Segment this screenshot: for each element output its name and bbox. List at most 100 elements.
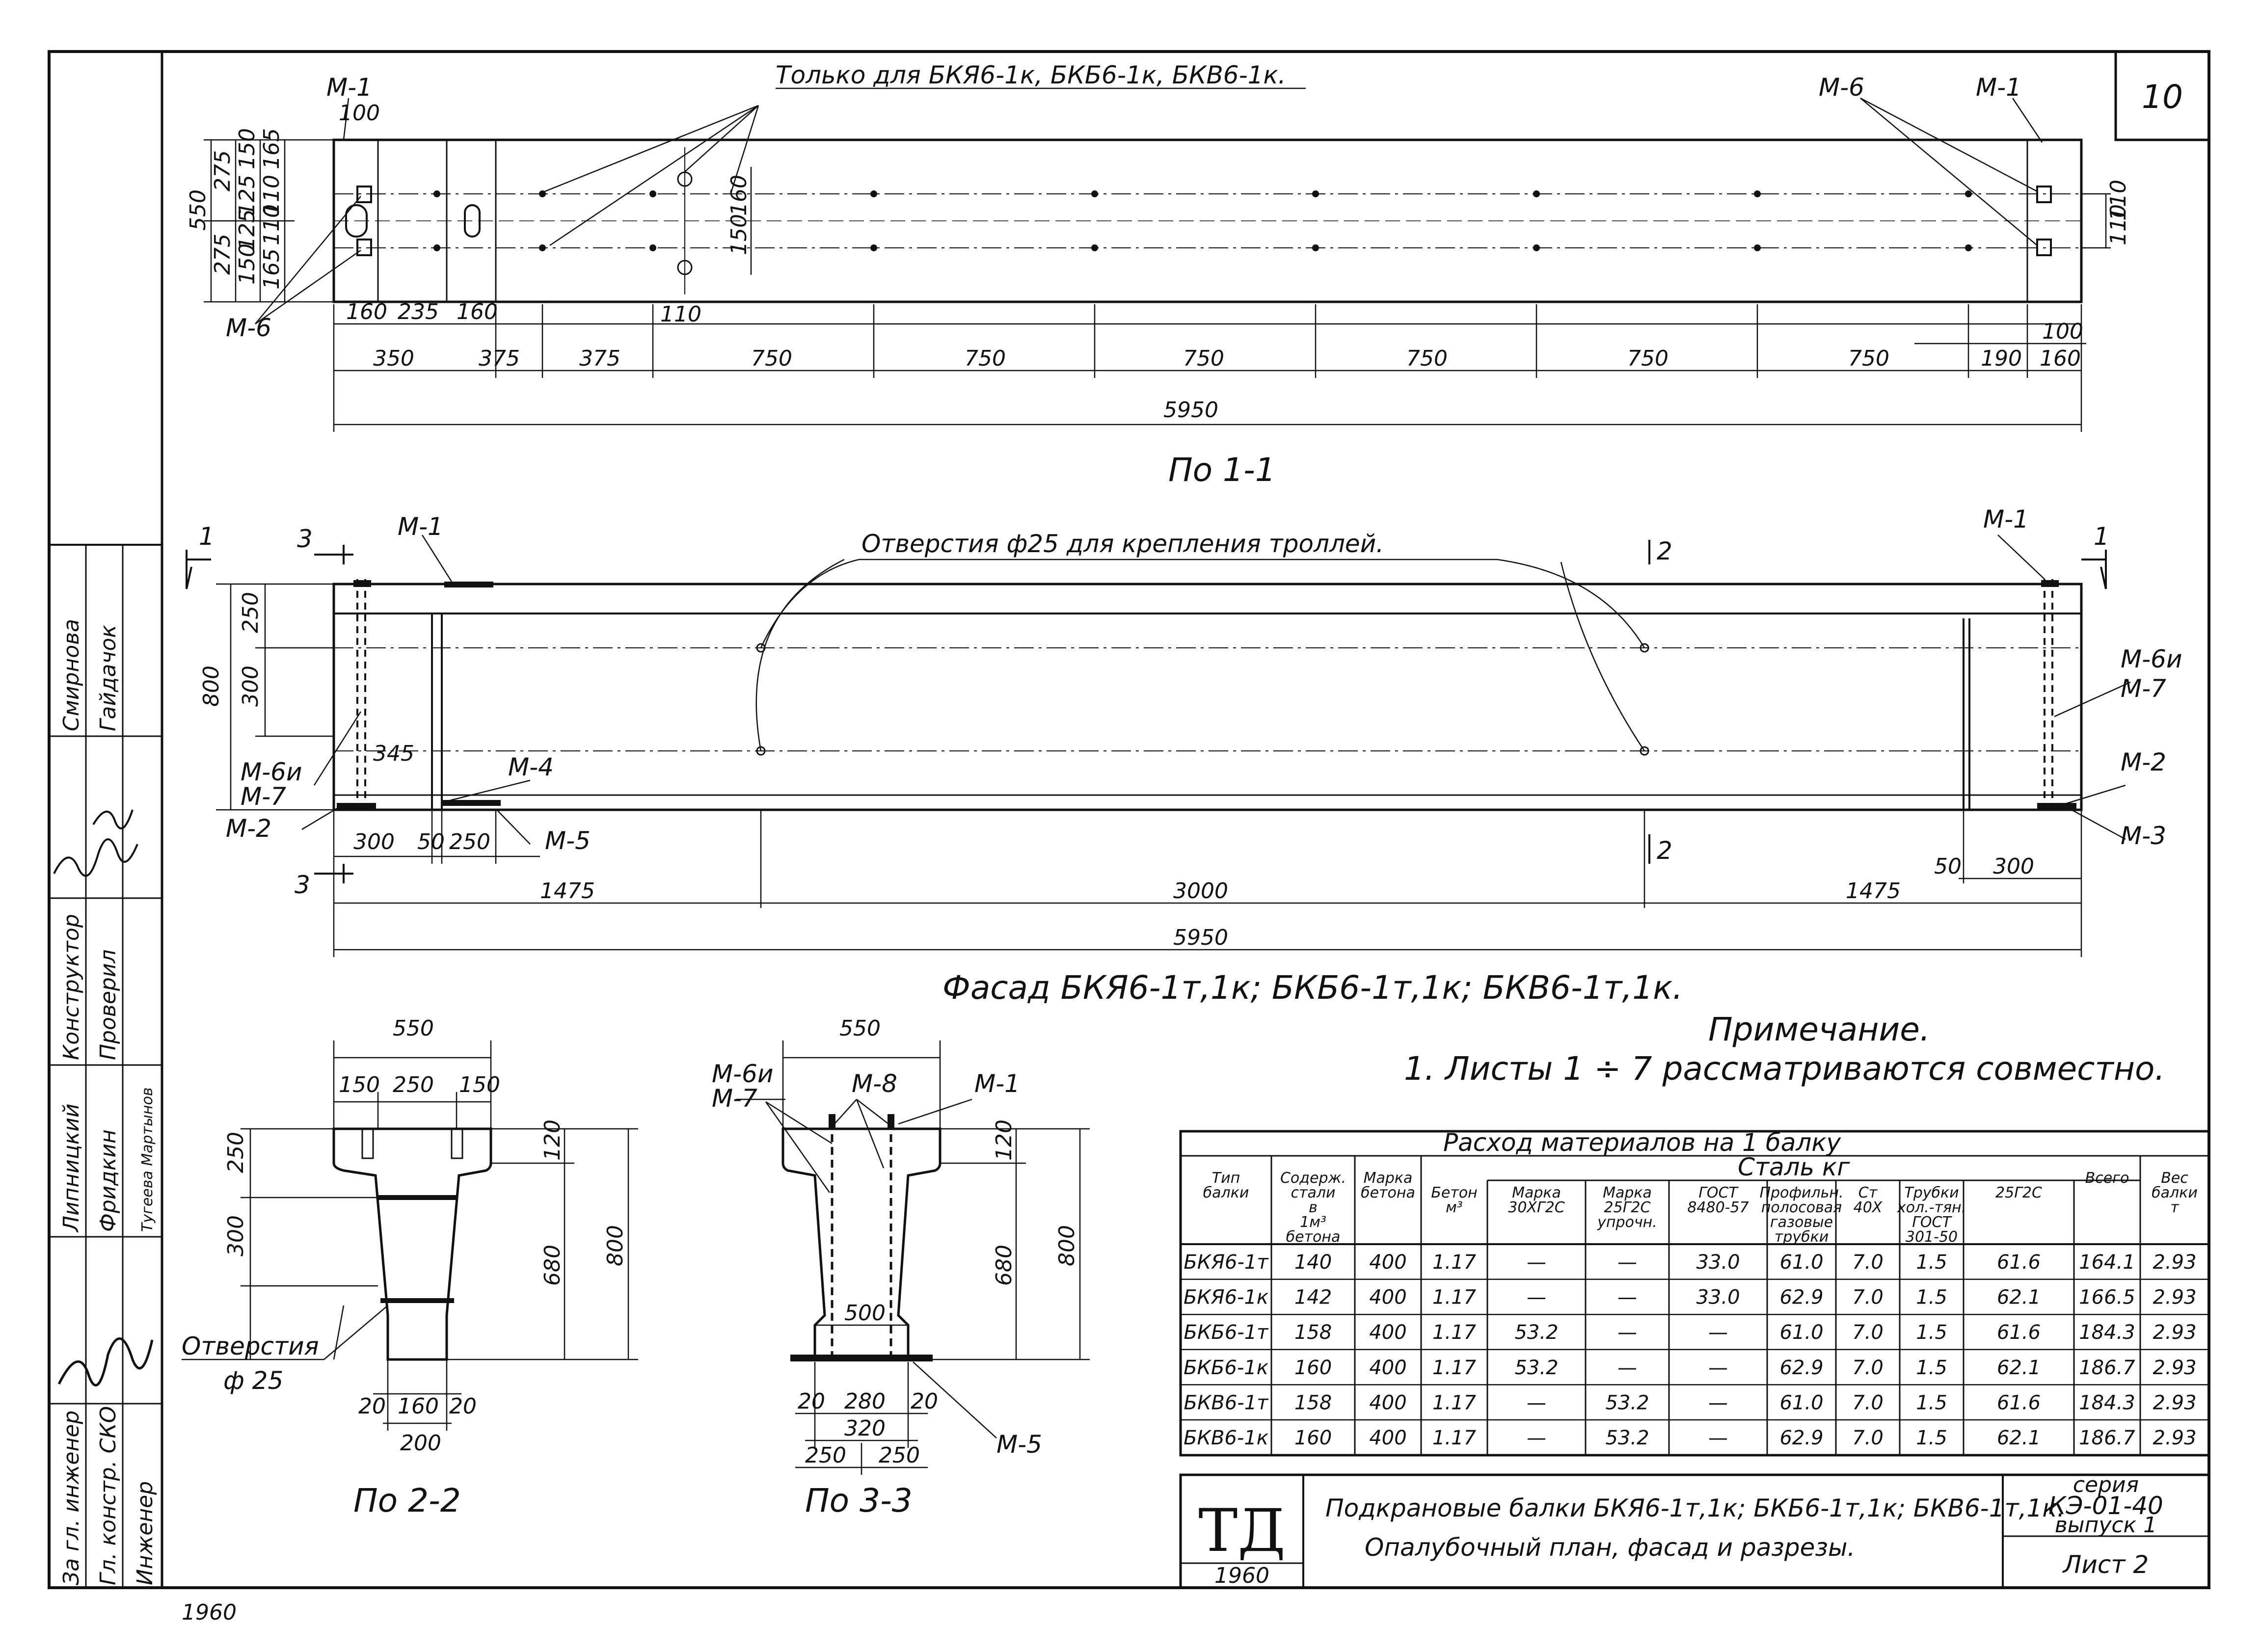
sec22-dim-w150b: 150	[459, 1072, 500, 1097]
plan-label-m6-left: М-6	[226, 314, 271, 342]
plan-label-only-for: Только для БКЯ6-1к, БКБ6-1к, БКВ6-1к.	[776, 61, 1286, 89]
facade-dim-50b: 50	[1934, 854, 1962, 879]
table-cell: 1.5	[1916, 1427, 1947, 1449]
facade-plate-m1-right	[2041, 580, 2059, 587]
table-cell: 1.5	[1916, 1251, 1947, 1274]
plan-dim-v275b: 275	[210, 234, 235, 275]
table-cell: 62.1	[1997, 1427, 2041, 1449]
table-cell: БКБ6-1т	[1184, 1321, 1269, 1344]
note-title: Примечание.	[1708, 1011, 1930, 1048]
table-cell: 7.0	[1852, 1427, 1884, 1449]
plan-dim-375a: 375	[479, 346, 520, 371]
sec33-dim-h680: 680	[992, 1245, 1017, 1286]
facade-label-m1-right: М-1	[1983, 505, 2029, 533]
stamp-name-3: Тугеева Мартынов	[139, 1088, 156, 1232]
plan-dim-100b: 100	[2042, 319, 2083, 344]
table-cell: БКЯ6-1к	[1184, 1286, 1268, 1309]
facade-view: Отверстия ф25 для крепления троллей. М-1…	[186, 505, 2182, 1007]
sec33-dim-b20b: 20	[911, 1389, 938, 1414]
table-cell: —	[1527, 1286, 1546, 1309]
sec33-bolts	[831, 1121, 892, 1359]
sec33-dim-b250a: 250	[805, 1443, 846, 1468]
sec22-dim-b200: 200	[400, 1431, 441, 1456]
section-mark-2-top: 2	[1657, 537, 1672, 565]
stamp-name2-2: Гайдачок	[96, 625, 121, 731]
section-mark-1-right: 1	[2094, 522, 2109, 551]
table-cell: 186.7	[2079, 1357, 2135, 1379]
facade-label-m2-left: М-2	[226, 814, 271, 843]
sec22-dim-h680: 680	[540, 1245, 565, 1286]
table-cell: 7.0	[1852, 1391, 1884, 1414]
plan-dim-v125a: 125	[235, 175, 260, 216]
plan-dim-vr110b: 110	[2106, 204, 2131, 245]
table-cell: 7.0	[1852, 1321, 1884, 1344]
facade-hole-2	[756, 746, 766, 756]
table-cell: 400	[1369, 1286, 1406, 1309]
table-cell: 166.5	[2079, 1286, 2135, 1309]
facade-dim-3000: 3000	[1173, 879, 1228, 904]
table-cell: 2.93	[2153, 1427, 2196, 1449]
table-cell: 7.0	[1852, 1286, 1884, 1309]
sec33-dim-b280: 280	[844, 1389, 886, 1414]
table-steel-group: Сталь кг	[1738, 1153, 1850, 1181]
bottom-note: 1960	[182, 1600, 237, 1625]
facade-label-m6u-right: М-6и	[2121, 645, 2182, 673]
stamp-name-1: Липницкий	[59, 1103, 84, 1233]
stamp-name-2: Фридкин	[96, 1129, 121, 1232]
plan-dim-110: 110	[660, 302, 701, 327]
stamp-role2-2: Проверил	[96, 949, 121, 1060]
sec33-dim-b20a: 20	[798, 1389, 825, 1414]
table-cell: —	[1708, 1357, 1728, 1379]
title-series: КЭ-01-40	[2048, 1492, 2163, 1520]
title-sheet: Лист 2	[2062, 1550, 2149, 1579]
sec33-label-m7: М-7	[712, 1084, 757, 1113]
sec22-dim-w150a: 150	[339, 1072, 380, 1097]
stamp-role-2: Гл. констр. СКО	[96, 1406, 121, 1585]
table-cell: 400	[1369, 1357, 1406, 1379]
table-cell: 400	[1369, 1251, 1406, 1274]
sec22-label-holes: Отверстия	[182, 1332, 319, 1360]
facade-dim-50a: 50	[417, 829, 445, 854]
sec22-dims	[241, 1040, 638, 1431]
plan-dim-v150b: 150	[235, 243, 260, 285]
facade-plate-m1-left	[353, 580, 371, 587]
plan-holes	[433, 190, 1972, 251]
facade-label-m7-left: М-7	[241, 782, 286, 811]
section-mark-2-bot: 2	[1657, 836, 1672, 865]
sec22-dim-b160: 160	[398, 1394, 439, 1419]
table-cell: 140	[1294, 1251, 1332, 1274]
plan-dim-v275a: 275	[210, 150, 235, 191]
section-mark-1-left: 1	[199, 522, 215, 551]
materials-table: Расход материалов на 1 балку Сталь кг Ти…	[1179, 1128, 2210, 1457]
facade-anchors	[356, 579, 2053, 805]
table-header-cell: Всего	[2085, 1170, 2129, 1187]
table-cell: 400	[1369, 1391, 1406, 1414]
table-cell: —	[1708, 1321, 1728, 1344]
sec33-label-m8: М-8	[852, 1069, 897, 1098]
facade-label-m7-right: М-7	[2121, 674, 2166, 703]
sec22-dim-b20a: 20	[358, 1394, 386, 1419]
plan-dim-v110a: 110	[259, 175, 284, 216]
sheet-number-box	[2114, 50, 2210, 141]
plan-vertical-dim-texts: 550 275 275 150 125 150 165 110 110 165 …	[186, 128, 2131, 290]
facade-plate-top-left	[444, 582, 493, 587]
plan-label-m1-left: М-1	[326, 73, 372, 102]
table-cell: 1.5	[1916, 1391, 1947, 1414]
facade-plate-m2-left	[337, 803, 376, 809]
sec22-dim-w250: 250	[393, 1072, 434, 1097]
plan-plate-right-bot	[2036, 239, 2052, 256]
plan-dim-100: 100	[339, 101, 380, 126]
plan-dim-375b: 375	[579, 346, 620, 371]
table-cell: —	[1617, 1251, 1637, 1274]
facade-label-m6u-left: М-6и	[241, 758, 302, 786]
plan-dim-750d: 750	[1406, 346, 1448, 371]
facade-dim-h250: 250	[238, 592, 263, 633]
signature-2	[57, 1337, 154, 1386]
table-cell: 400	[1369, 1427, 1406, 1449]
table-cell: 33.0	[1696, 1286, 1740, 1309]
facade-label-m4: М-4	[508, 753, 554, 781]
table-cell: 158	[1294, 1321, 1332, 1344]
